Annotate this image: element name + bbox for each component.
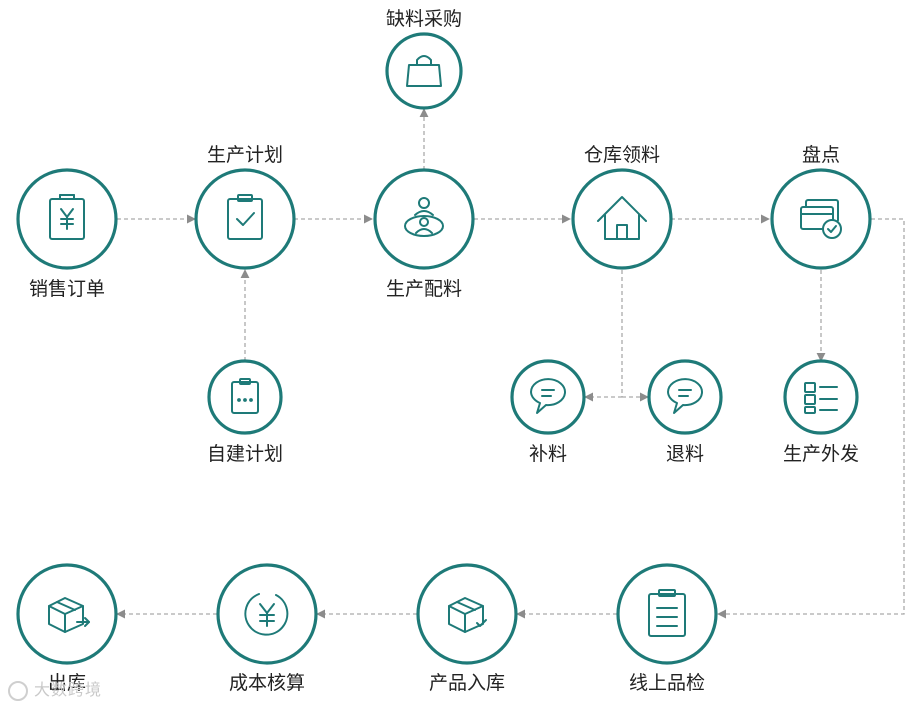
connectors — [116, 108, 905, 619]
label-replenish: 补料 — [528, 443, 568, 465]
chat-bubble-icon — [667, 378, 703, 414]
house-icon — [597, 196, 647, 240]
label-cost-accounting: 成本核算 — [228, 672, 306, 694]
label-online-qc: 线上品检 — [628, 672, 706, 694]
label-warehouse-picking: 仓库领料 — [583, 144, 661, 166]
workers-icon — [404, 197, 444, 237]
label-return-material: 退料 — [665, 443, 705, 465]
watermark-logo-icon — [8, 680, 28, 701]
node-circles — [16, 32, 872, 665]
chat-bubble-icon — [530, 378, 566, 414]
label-production-kitting: 生产配料 — [385, 278, 463, 300]
node-circle-warehouse-picking — [571, 168, 673, 270]
label-production-plan: 生产计划 — [206, 144, 284, 166]
label-outsourcing: 生产外发 — [782, 443, 860, 465]
node-circle-outsourcing — [783, 359, 859, 435]
label-sales-order: 销售订单 — [28, 278, 106, 300]
dots-clipboard-icon — [231, 378, 259, 414]
cards-check-icon — [800, 199, 842, 239]
list-icon — [804, 382, 838, 414]
label-shortage-purchase: 缺料采购 — [385, 8, 463, 30]
check-clipboard-icon — [227, 194, 263, 240]
label-self-plan: 自建计划 — [206, 443, 284, 465]
label-outbound: 出库 — [47, 672, 87, 694]
watermark: 大数跨境 — [8, 676, 102, 701]
node-circle-self-plan — [207, 359, 283, 435]
yen-circle-icon — [244, 593, 289, 636]
box-check-icon — [448, 597, 487, 633]
shopping-bag-icon — [406, 55, 442, 87]
watermark-text: 大数跨境 — [34, 680, 103, 699]
checklist-icon — [648, 589, 686, 637]
label-inventory-count: 盘点 — [801, 144, 841, 166]
node-circle-shortage-purchase — [385, 32, 463, 110]
node-circle-online-qc — [616, 563, 718, 665]
yen-doc-icon — [49, 194, 85, 240]
box-arrow-icon — [48, 597, 90, 633]
connector-count-to-qc — [717, 218, 905, 619]
node-circle-production-plan — [194, 168, 296, 270]
label-product-inbound: 产品入库 — [428, 672, 506, 694]
